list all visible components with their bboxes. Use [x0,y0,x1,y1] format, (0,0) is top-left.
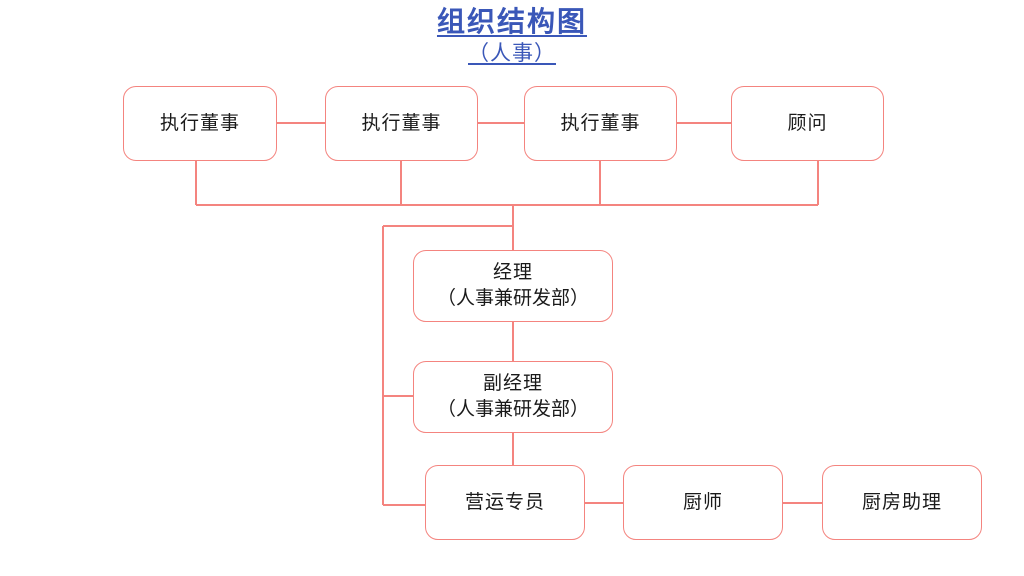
node-label: 副经理 [482,373,543,395]
page-subtitle-row: （人事） [0,41,1024,66]
node-executive-director-3[interactable]: 执行董事 [524,86,677,161]
node-kitchen-assistant[interactable]: 厨房助理 [822,465,982,540]
node-executive-director-2[interactable]: 执行董事 [325,86,478,161]
node-label: 营运专员 [464,491,545,513]
node-label: 顾问 [787,112,828,134]
node-label: 厨师 [682,491,723,513]
page-title: 组织结构图 [436,7,587,38]
node-label: 执行董事 [159,112,240,134]
node-deputy-manager[interactable]: 副经理 （人事兼研发部） [413,361,613,433]
node-label: 执行董事 [361,112,442,134]
node-sublabel: （人事兼研发部） [436,399,589,420]
node-advisor[interactable]: 顾问 [731,86,884,161]
node-label: 厨房助理 [861,491,942,513]
page-subtitle: （人事） [468,41,556,66]
node-sublabel: （人事兼研发部） [436,288,589,309]
node-manager[interactable]: 经理 （人事兼研发部） [413,250,613,322]
node-label: 经理 [492,262,533,284]
page-title-row: 组织结构图 [0,6,1024,39]
node-chef[interactable]: 厨师 [623,465,783,540]
node-executive-director-1[interactable]: 执行董事 [123,86,277,161]
node-operations-specialist[interactable]: 营运专员 [425,465,585,540]
node-label: 执行董事 [560,112,641,134]
title-block: 组织结构图 （人事） [0,6,1024,66]
